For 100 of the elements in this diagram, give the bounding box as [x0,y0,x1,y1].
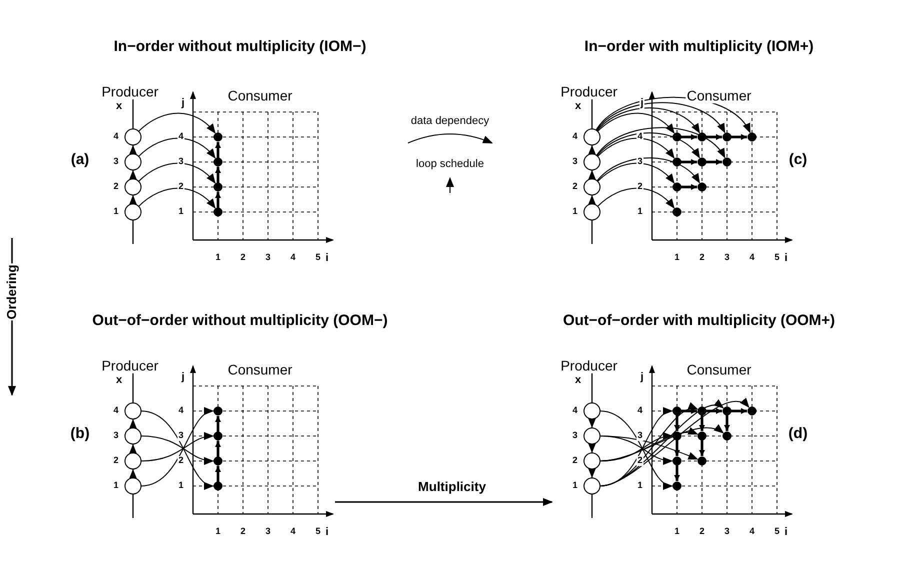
column-heading: Producer [560,358,618,374]
axis-title: Multiplicity [417,480,487,494]
tick-label: 4 [636,406,644,416]
iteration-dot [672,432,682,440]
tick-label: 3 [724,527,730,537]
tick-label: 2 [112,456,120,466]
panel-title: In−order with multiplicity (IOM+) [583,38,815,56]
panel-label: (b) [69,426,91,442]
arrow [731,408,747,414]
arrow [699,415,705,431]
column-heading: Producer [560,84,618,100]
tick-label: 2 [572,182,578,192]
arrow [674,415,680,431]
arrow [588,170,596,180]
tick-label: 2 [112,182,120,192]
iteration-dot [214,456,222,466]
arrow [596,102,726,134]
iteration-dot [722,406,732,416]
arrow [588,468,596,478]
axis-title: Ordering [4,264,20,320]
arrow [138,162,216,184]
axis-label: j [180,370,186,384]
tick-label: 1 [112,481,120,491]
arrow [597,138,675,159]
iteration-dot [214,158,222,166]
arrow [706,408,722,414]
tick-label: 2 [178,182,184,192]
arrow [596,127,726,158]
tick-label: 3 [112,157,120,167]
panel-title: Out−of−order with multiplicity (OOM+) [562,312,836,330]
iteration-dot [214,406,222,416]
tick-label: 4 [290,253,296,263]
tick-label: 3 [636,157,644,167]
iteration-dot [672,456,682,466]
tick-label: 1 [636,207,644,217]
iteration-dot [698,456,706,466]
arrow [129,145,137,155]
iteration-dot [214,132,222,142]
arrow [588,195,596,205]
iteration-dot [672,158,682,166]
iteration-dot [214,182,222,192]
tick-label: 1 [178,481,184,491]
arrow [600,398,750,486]
arrow [681,184,697,190]
iteration-dot [748,132,756,142]
column-heading: Producer [100,358,160,374]
tick-label: 3 [178,431,184,441]
arrow [706,159,722,165]
tick-label: 3 [572,157,578,167]
arrow [600,436,698,460]
tick-label: 4 [290,527,296,537]
iteration-dot [698,406,706,416]
legend-text: data dependecy [410,114,490,128]
arrow [215,142,221,158]
column-heading: Producer [100,84,160,100]
producer-circle [584,428,600,444]
tick-label: 4 [112,406,120,416]
tick-label: 4 [636,132,644,142]
tick-label: 1 [636,481,644,491]
arrow [138,188,216,209]
producer-circle [124,178,142,196]
producer-circle [584,402,600,420]
tick-label: 3 [724,253,730,263]
iteration-dot [672,482,682,490]
producer-circle [124,204,142,220]
axis-label: j [639,370,645,384]
tick-label: 4 [572,406,578,416]
arrow [597,112,675,134]
producer-circle [584,204,600,220]
panel-label: (d) [787,426,809,442]
iteration-dot [722,432,732,440]
producer-circle [124,402,142,420]
tick-label: 3 [636,431,644,441]
tick-label: 2 [636,182,644,192]
producer-circle [124,478,142,494]
producer-circle [584,154,600,170]
tick-label: 2 [698,527,706,537]
arrow [597,188,675,209]
tick-label: 1 [178,207,184,217]
producer-circle [584,452,600,470]
tick-label: 2 [698,253,706,263]
tick-label: 3 [264,527,272,537]
arrow [674,465,680,481]
column-heading: Consumer [686,362,752,378]
legend-text: loop schedule [415,158,485,170]
arrow [215,192,221,208]
tick-label: 4 [112,132,120,142]
iteration-dot [722,158,732,166]
axis-label: j [180,96,186,110]
arrow [215,416,221,432]
arrow [588,418,596,428]
tick-label: 2 [636,456,644,466]
arrow [138,138,216,159]
arrow [724,415,730,431]
panel-title: Out−of−order without multiplicity (OOM−) [91,312,389,330]
tick-label: 3 [178,157,184,167]
iteration-dot [214,432,222,440]
arrow [731,134,747,140]
iteration-dot [698,182,706,192]
tick-label: 4 [748,527,756,537]
